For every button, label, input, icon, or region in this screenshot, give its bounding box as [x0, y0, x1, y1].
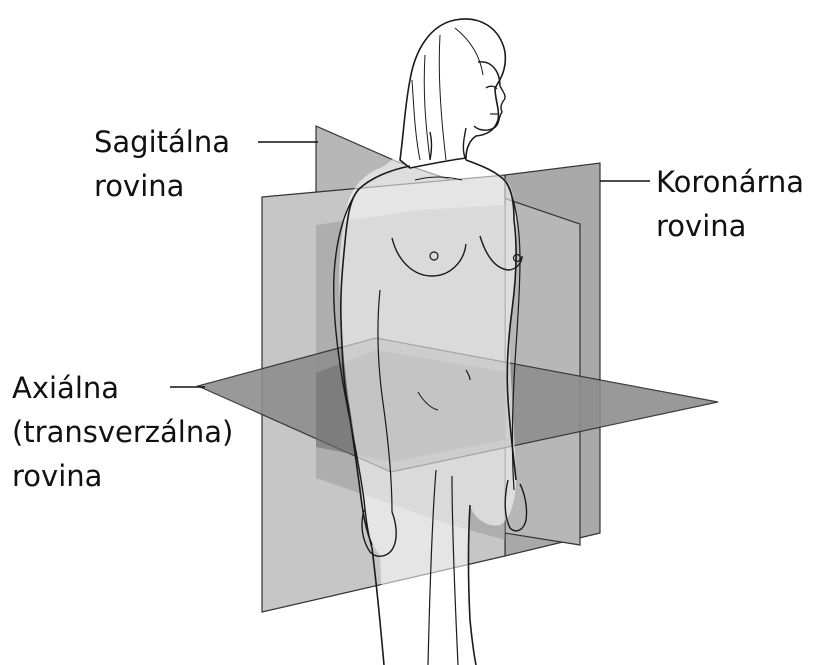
coronal-label-line1: Koronárna [656, 160, 804, 204]
sagittal-plane-label: Sagitálna rovina [94, 120, 230, 208]
coronal-label-line2: rovina [656, 204, 804, 248]
axial-label-line1: Axiálna [12, 366, 233, 410]
sagittal-label-line2: rovina [94, 164, 230, 208]
hair [400, 19, 505, 168]
axial-label-line3: rovina [12, 454, 233, 498]
axial-plane-label: Axiálna (transverzálna) rovina [12, 366, 233, 498]
sagittal-label-line1: Sagitálna [94, 120, 230, 164]
coronal-plane-label: Koronárna rovina [656, 160, 804, 248]
axial-label-line2: (transverzálna) [12, 410, 233, 454]
